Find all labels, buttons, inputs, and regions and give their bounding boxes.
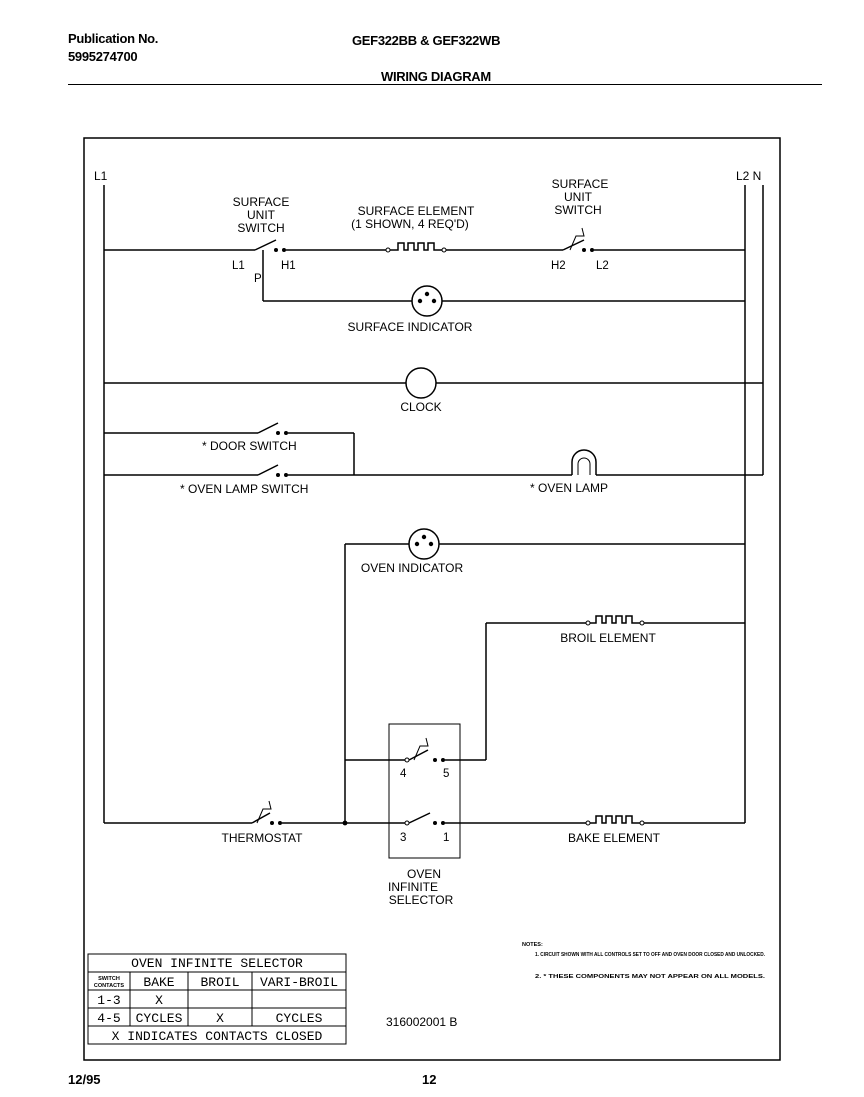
- surface-element-label: SURFACE ELEMENT (1 SHOWN, 4 REQ'D): [351, 204, 475, 231]
- note-1: 1. CIRCUIT SHOWN WITH ALL CONTROLS SET T…: [535, 952, 765, 958]
- table-row-contacts: 4-5: [97, 1011, 120, 1026]
- publication-number: 5995274700: [68, 49, 138, 64]
- drawing-number: 316002001 B: [386, 1015, 457, 1029]
- surface-switch-left-title: SURFACE UNIT SWITCH: [233, 195, 290, 235]
- table-col-vari-broil: VARI-BROIL: [260, 975, 338, 990]
- surface-switch-right-title: SURFACE UNIT SWITCH: [552, 177, 609, 217]
- oven-selector-label: OVEN INFINITE SELECTOR: [388, 867, 454, 907]
- door-switch-label: * DOOR SWITCH: [202, 439, 297, 453]
- page-title: WIRING DIAGRAM: [381, 69, 491, 84]
- door-lamp-circuit: [104, 422, 763, 477]
- selector-terminal-5: 5: [443, 768, 449, 780]
- svg-text:UNIT: UNIT: [564, 190, 593, 204]
- rail-l2n-label: L2 N: [736, 169, 761, 183]
- terminal-h1: H1: [281, 260, 296, 272]
- table-cell: X: [155, 993, 163, 1008]
- clock-label: CLOCK: [400, 400, 441, 414]
- svg-text:(1 SHOWN, 4 REQ'D): (1 SHOWN, 4 REQ'D): [351, 217, 469, 231]
- selector-terminal-1: 1: [443, 832, 449, 844]
- svg-text:CONTACTS: CONTACTS: [94, 983, 124, 989]
- oven-selector-box: [388, 723, 461, 859]
- table-row-contacts: 1-3: [97, 993, 120, 1008]
- oven-indicator-label: OVEN INDICATOR: [361, 561, 464, 575]
- table-cell: X: [216, 1011, 224, 1026]
- svg-text:SWITCH: SWITCH: [237, 221, 284, 235]
- bake-element-label: BAKE ELEMENT: [568, 831, 661, 845]
- oven-lamp-label: * OVEN LAMP: [530, 481, 608, 495]
- footer-date: 12/95: [68, 1072, 101, 1087]
- oven-indicator-circuit: [344, 528, 745, 823]
- table-footnote: X INDICATES CONTACTS CLOSED: [112, 1029, 323, 1044]
- publication-label: Publication No.: [68, 31, 159, 46]
- svg-text:SURFACE: SURFACE: [552, 177, 609, 191]
- svg-text:OVEN: OVEN: [407, 867, 441, 881]
- broil-element-circuit: [485, 615, 745, 760]
- table-corner-header: SWITCH: [98, 976, 120, 982]
- svg-text:UNIT: UNIT: [247, 208, 276, 222]
- table-cell: CYCLES: [276, 1011, 323, 1026]
- terminal-h2: H2: [551, 260, 566, 272]
- clock-circuit: [104, 367, 763, 399]
- selector-terminal-3: 3: [400, 832, 406, 844]
- svg-text:SURFACE: SURFACE: [233, 195, 290, 209]
- svg-text:SELECTOR: SELECTOR: [389, 893, 454, 907]
- oven-lamp-switch-label: * OVEN LAMP SWITCH: [180, 482, 308, 496]
- svg-text:SWITCH: SWITCH: [554, 203, 601, 217]
- rail-l1-label: L1: [94, 169, 108, 183]
- terminal-l1: L1: [232, 260, 245, 272]
- page-number: 12: [422, 1072, 437, 1087]
- notes-heading: NOTES:: [522, 942, 543, 948]
- terminal-l2: L2: [596, 260, 609, 272]
- svg-text:SURFACE ELEMENT: SURFACE ELEMENT: [358, 204, 475, 218]
- note-2: 2. * THESE COMPONENTS MAY NOT APPEAR ON …: [535, 974, 766, 980]
- selector-terminal-4: 4: [400, 768, 407, 780]
- selector-contacts-4-5: [345, 737, 486, 763]
- header-rule: [68, 84, 822, 85]
- thermostat-bake-circuit: [104, 800, 745, 826]
- surface-indicator-label: SURFACE INDICATOR: [348, 320, 473, 334]
- selector-table: OVEN INFINITE SELECTOR SWITCH CONTACTS B…: [87, 953, 347, 1045]
- surface-unit-circuit: [104, 227, 745, 317]
- svg-text:INFINITE: INFINITE: [388, 880, 438, 894]
- table-cell: CYCLES: [136, 1011, 183, 1026]
- table-title: OVEN INFINITE SELECTOR: [131, 956, 303, 971]
- model-numbers: GEF322BB & GEF322WB: [352, 33, 501, 48]
- table-col-bake: BAKE: [143, 975, 174, 990]
- diagram-frame: [83, 137, 781, 1061]
- notes: NOTES: 1. CIRCUIT SHOWN WITH ALL CONTROL…: [522, 942, 766, 980]
- broil-element-label: BROIL ELEMENT: [560, 631, 656, 645]
- table-col-broil: BROIL: [200, 975, 239, 990]
- thermostat-label: THERMOSTAT: [222, 831, 304, 845]
- terminal-p: P: [254, 273, 262, 285]
